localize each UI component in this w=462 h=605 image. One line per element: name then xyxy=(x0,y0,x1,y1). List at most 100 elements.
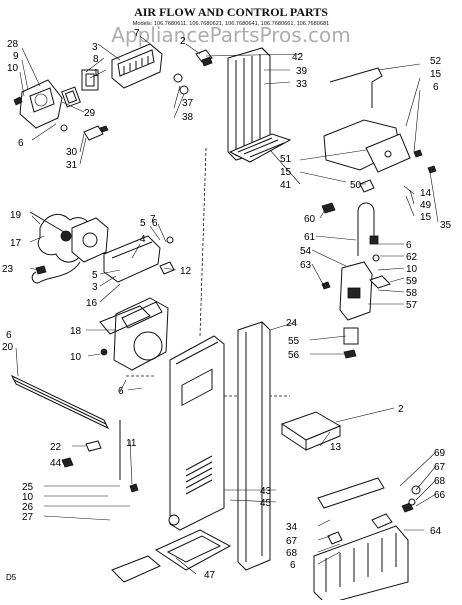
callout-label: 64 xyxy=(430,526,442,537)
callout-label: 47 xyxy=(204,570,216,581)
callout-label: 45 xyxy=(260,498,272,509)
callout-label: 68 xyxy=(286,548,298,559)
callout-label: 67 xyxy=(434,462,446,473)
models-line: Models: 106.7680611, 106.7680621, 106.76… xyxy=(133,21,329,27)
callout-label: 61 xyxy=(304,232,316,243)
callout-label: 58 xyxy=(406,288,418,299)
callout-label: 50 xyxy=(350,180,362,191)
callout-label: 24 xyxy=(286,318,298,329)
callout-label: 26 xyxy=(22,502,34,513)
callout-label: 14 xyxy=(420,188,432,199)
callout-label: 12 xyxy=(180,266,192,277)
diagram-title: AIR FLOW AND CONTROL PARTS xyxy=(134,5,328,19)
callout-label: 2 xyxy=(398,404,404,415)
callout-label: 7 xyxy=(134,28,140,39)
callout-label: 9 xyxy=(13,51,19,62)
callout-label: 28 xyxy=(7,39,19,50)
fan-motor-assembly xyxy=(29,211,109,284)
thermostat-control xyxy=(321,202,391,359)
callout-label: 3 xyxy=(92,42,98,53)
callout-label: 33 xyxy=(296,79,308,90)
callout-label: 23 xyxy=(2,264,14,275)
callout-label: 66 xyxy=(434,490,446,501)
callout-label: 2 xyxy=(180,36,186,47)
callout-label: 39 xyxy=(296,66,308,77)
callout-label: 3 xyxy=(92,282,98,293)
callout-label: 13 xyxy=(330,442,342,453)
callout-label: 15 xyxy=(280,167,292,178)
callout-label: 38 xyxy=(182,112,194,123)
callout-label: 44 xyxy=(50,458,62,469)
callout-label: 16 xyxy=(86,298,98,309)
callout-label: 34 xyxy=(286,522,298,533)
callout-label: 67 xyxy=(286,536,298,547)
callout-label: 27 xyxy=(22,512,34,523)
callout-label: 56 xyxy=(288,350,300,361)
callout-label: 6 xyxy=(406,240,412,251)
callout-label: 10 xyxy=(406,264,418,275)
callout-label: 35 xyxy=(440,220,452,231)
callout-label: 15 xyxy=(420,212,432,223)
callout-label: 31 xyxy=(66,160,78,171)
callout-label: 52 xyxy=(430,56,442,67)
control-knob-housing xyxy=(81,43,213,95)
callout-label: 25 xyxy=(22,482,34,493)
insulation-block xyxy=(280,411,342,451)
callout-label: 10 xyxy=(7,63,19,74)
callout-label: 42 xyxy=(292,52,304,63)
callout-label: 6 xyxy=(152,218,158,229)
callout-label: 69 xyxy=(434,448,446,459)
base-tray xyxy=(111,514,232,583)
watermark: AppliancePartsPros.com xyxy=(111,23,351,47)
dispenser-housing xyxy=(313,485,421,605)
callout-label: 6 xyxy=(6,330,12,341)
callout-label: 18 xyxy=(70,326,82,337)
callout-label: 6 xyxy=(433,82,439,93)
callout-label: 6 xyxy=(290,560,296,571)
callout-label: 54 xyxy=(300,246,312,257)
callout-label: 62 xyxy=(406,252,418,263)
callout-label: 68 xyxy=(434,476,446,487)
callout-label: 10 xyxy=(70,352,82,363)
callout-label: 43 xyxy=(260,486,272,497)
callout-label: 10 xyxy=(22,492,34,503)
callout-label: 4 xyxy=(140,234,146,245)
callout-label: 6 xyxy=(18,138,24,149)
callout-labels: 28 9 10 3 8 1 7 2 42 39 33 52 15 6 29 37… xyxy=(2,28,452,581)
leader-lines xyxy=(15,35,439,575)
callout-label: 17 xyxy=(10,238,22,249)
air-channel xyxy=(237,321,271,571)
callout-label: 15 xyxy=(430,69,442,80)
callout-label: 29 xyxy=(84,108,96,119)
callout-label: 8 xyxy=(93,54,99,65)
fan-shroud xyxy=(99,297,169,371)
page-code: D5 xyxy=(6,573,17,582)
callout-label: 20 xyxy=(2,342,14,353)
callout-label: 19 xyxy=(10,210,22,221)
callout-label: 55 xyxy=(288,336,300,347)
drain-trough xyxy=(10,374,110,430)
callout-label: 49 xyxy=(420,200,432,211)
air-grille xyxy=(228,133,292,163)
callout-label: 5 xyxy=(92,270,98,281)
guide-line xyxy=(199,147,207,337)
damper-bracket-assembly xyxy=(323,67,437,193)
callout-label: 60 xyxy=(304,214,316,225)
water-tube xyxy=(317,477,385,509)
callout-label: 57 xyxy=(406,300,418,311)
callout-label: 59 xyxy=(406,276,418,287)
callout-label: 51 xyxy=(280,154,292,165)
damper-control-assembly xyxy=(13,79,109,141)
callout-label: 11 xyxy=(126,438,137,449)
callout-label: 41 xyxy=(280,180,292,191)
air-duct-panel xyxy=(169,335,225,531)
callout-label: 37 xyxy=(182,98,194,109)
small-fasteners xyxy=(61,375,156,493)
callout-label: 5 xyxy=(140,218,146,229)
callout-label: 22 xyxy=(50,442,62,453)
callout-label: 1 xyxy=(93,68,99,79)
callout-label: 6 xyxy=(118,386,124,397)
motor-bracket xyxy=(103,235,175,283)
